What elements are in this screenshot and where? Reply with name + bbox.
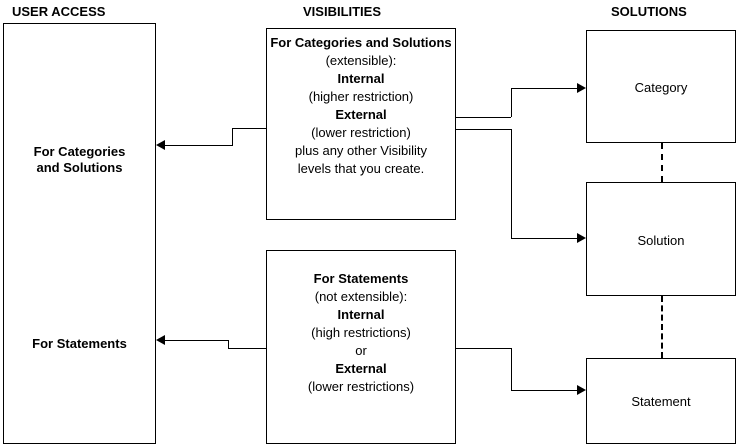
connector-vis2-ua-seg2 [228, 340, 229, 349]
arrow-head-vis2-to-statement [577, 385, 586, 395]
connector-vis1-ua-seg2 [232, 128, 233, 145]
arrow-head-vis1-to-solution [577, 233, 586, 243]
visibility-2-level-2: External [335, 361, 387, 376]
visibility-1-title: For Categories and Solutions [270, 35, 452, 50]
connector-vis2-ua-seg1 [228, 348, 266, 349]
column-header-visibilities: VISIBILITIES [303, 4, 382, 19]
connector-vis2-statement-seg3 [511, 390, 577, 391]
connector-vis2-ua-seg3 [165, 340, 229, 341]
connector-vis1-ua-seg3 [165, 145, 233, 146]
dashed-connector-category-solution [661, 143, 663, 182]
visibility-2-level-2-note: (lower restrictions) [307, 379, 415, 394]
visibility-1-text-block: For Categories and Solutions (extensible… [267, 34, 455, 178]
user-access-entry-categories-line1: For Categories [33, 144, 126, 159]
visibility-2-title: For Statements [313, 271, 409, 286]
connector-vis1-category-seg3 [511, 88, 577, 89]
arrow-head-vis1-to-user-access [156, 140, 165, 150]
solution-box-category-label: Category [634, 80, 688, 95]
visibility-box-categories-solutions [266, 28, 456, 220]
connector-vis1-category-seg1 [456, 117, 511, 118]
visibility-1-level-2: External [335, 107, 387, 122]
column-header-user-access: USER ACCESS [12, 4, 106, 19]
connector-vis2-statement-seg1 [456, 348, 511, 349]
solution-box-solution-label: Solution [637, 233, 685, 248]
visibility-2-level-1-note: (high restrictions) [311, 325, 411, 340]
dashed-connector-solution-statement [661, 296, 663, 358]
visibility-box-statements [266, 250, 456, 444]
visibility-1-footer-line2: levels that you create. [297, 161, 425, 176]
solution-box-statement: Statement [586, 358, 736, 444]
visibility-1-level-1: Internal [337, 71, 385, 86]
connector-vis1-ua-seg1 [232, 128, 266, 129]
visibility-1-subtitle: (extensible): [325, 53, 397, 68]
user-access-entry-statements-line1: For Statements [32, 336, 127, 351]
visibility-1-level-2-note: (lower restriction) [311, 125, 411, 140]
solution-box-solution: Solution [586, 182, 736, 296]
connector-vis1-solution-seg3 [511, 238, 577, 239]
connector-vis1-category-seg2 [511, 88, 512, 117]
column-header-solutions: SOLUTIONS [611, 4, 687, 19]
connector-vis1-solution-seg1 [456, 129, 511, 130]
visibility-2-subtitle: (not extensible): [314, 289, 408, 304]
connector-vis1-solution-seg2 [511, 129, 512, 238]
arrow-head-vis1-to-category [577, 83, 586, 93]
arrow-head-vis2-to-user-access [156, 335, 165, 345]
user-access-box: For Categories and Solutions For Stateme… [3, 23, 156, 444]
visibility-1-footer-line1: plus any other Visibility [295, 143, 427, 158]
user-access-entry-categories-line2: and Solutions [36, 160, 123, 175]
visibility-2-text-block: For Statements (not extensible): Interna… [267, 270, 455, 396]
connector-vis2-statement-seg2 [511, 348, 512, 390]
solution-box-category: Category [586, 30, 736, 143]
visibility-2-level-1: Internal [337, 307, 385, 322]
solution-box-statement-label: Statement [631, 394, 691, 409]
visibility-1-level-1-note: (higher restriction) [308, 89, 414, 104]
visibility-2-conjunction: or [355, 343, 367, 358]
